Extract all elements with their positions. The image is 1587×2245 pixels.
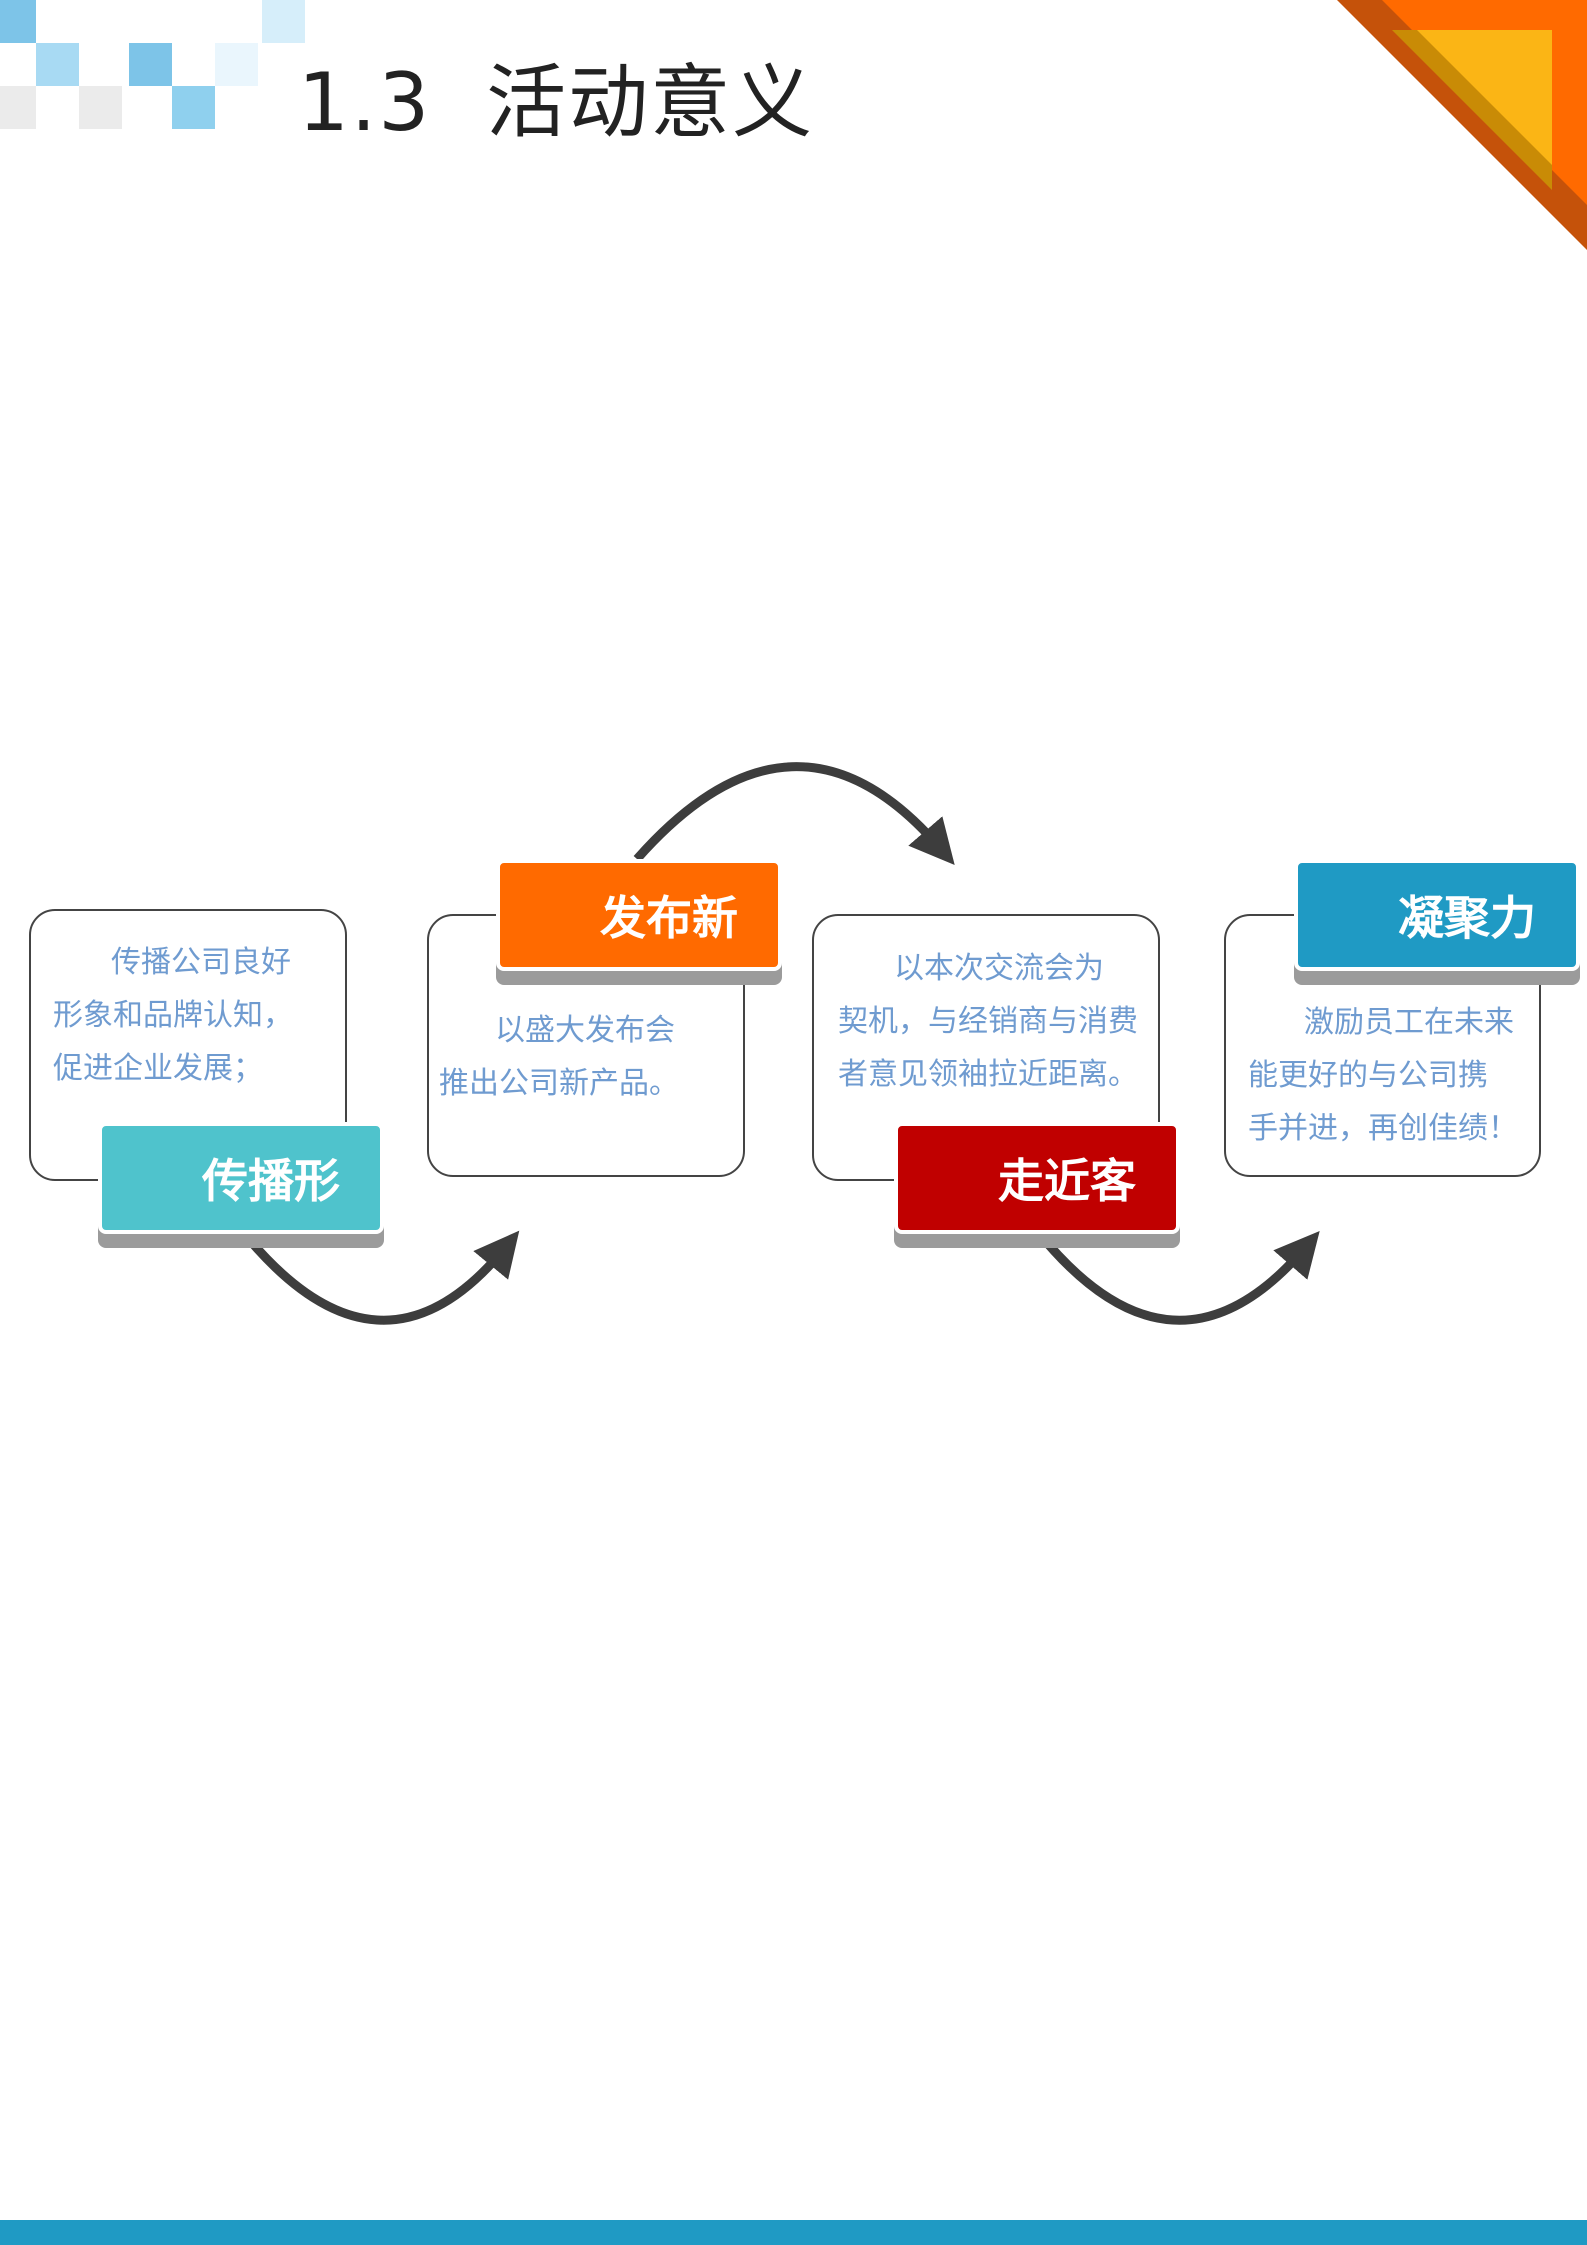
decor-tile <box>215 43 258 86</box>
decor-tile <box>0 0 36 43</box>
footer-bar <box>0 2220 1587 2245</box>
step-1-line-3: 促进企业发展； <box>53 1051 263 1086</box>
arrow-2-to-3 <box>633 762 955 866</box>
step-1-line-1: 传播公司良好 <box>111 945 291 980</box>
decor-tile <box>172 86 215 129</box>
decor-tile <box>0 86 36 129</box>
step-4-line-2: 能更好的与公司携 <box>1248 1058 1488 1093</box>
step-3-label: 走近客 <box>894 1122 1180 1234</box>
step-2-label: 发布新 <box>496 859 782 971</box>
step-2-line-2: 推出公司新产品。 <box>439 1066 679 1101</box>
step-2-line-1: 以盛大发布会 <box>495 1013 675 1048</box>
decor-tile <box>36 43 79 86</box>
corner-decoration <box>1337 0 1587 250</box>
decor-tile <box>79 86 122 129</box>
step-4-label: 凝聚力 <box>1294 859 1580 971</box>
step-3-line-1: 以本次交流会为 <box>894 951 1104 986</box>
step-4-line-1: 激励员工在未来 <box>1304 1005 1514 1040</box>
decor-tile <box>129 43 172 86</box>
page-title: 1.3 活动意义 <box>298 56 815 149</box>
arrow-1-to-2 <box>239 1229 520 1325</box>
decor-tile <box>262 0 305 43</box>
arrow-3-to-4 <box>1034 1229 1320 1325</box>
step-3-line-2: 契机，与经销商与消费 <box>838 1004 1138 1039</box>
step-1-line-2: 形象和品牌认知， <box>53 998 293 1033</box>
step-4-line-3: 手并进，再创佳绩！ <box>1248 1111 1518 1146</box>
step-3-line-3: 者意见领袖拉近距离。 <box>838 1057 1138 1092</box>
step-1-label: 传播形 <box>98 1122 384 1234</box>
